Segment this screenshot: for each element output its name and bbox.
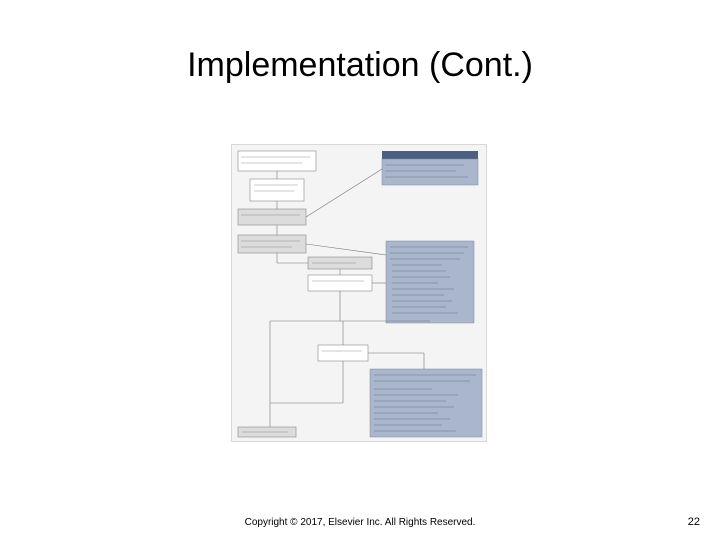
- slide-title: Implementation (Cont.): [187, 46, 533, 84]
- screening-panel: [381, 158, 479, 186]
- flow-box-1: [237, 150, 317, 172]
- assessment-panel: [385, 240, 475, 324]
- flow-box-2: [249, 178, 305, 202]
- flow-box-4: [237, 234, 307, 254]
- copyright-footer: Copyright © 2017, Elsevier Inc. All Righ…: [244, 517, 476, 528]
- flow-box-8: [317, 344, 369, 362]
- page-number: 22: [687, 516, 700, 528]
- flowchart-graphic: [237, 150, 483, 438]
- intervention-panel: [369, 368, 483, 438]
- flow-box-3: [237, 208, 307, 226]
- fall-prevention-flowchart-figure: [231, 144, 487, 442]
- screening-header: [382, 151, 478, 159]
- flow-box-6: [307, 274, 373, 292]
